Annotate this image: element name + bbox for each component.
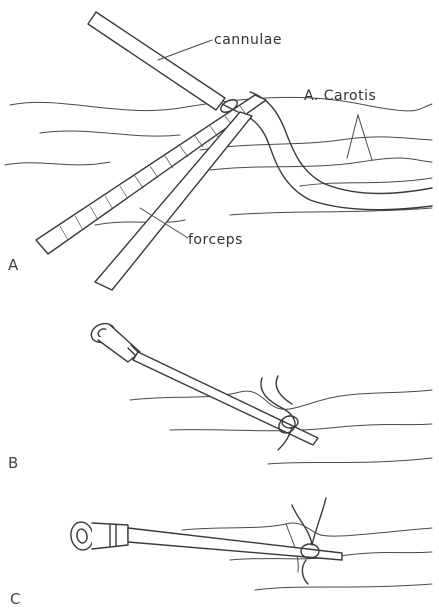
label-forceps: forceps <box>188 232 243 248</box>
panel-c: C <box>10 498 432 608</box>
label-carotis: A. Carotis <box>304 88 376 104</box>
panel-letter-a: A <box>8 256 19 274</box>
forceps <box>36 95 266 290</box>
ligature-c <box>292 498 326 584</box>
panel-a: cannulae A. Carotis forceps A <box>5 12 432 290</box>
panel-letter-c: C <box>10 590 20 608</box>
label-cannulae: cannulae <box>214 32 282 48</box>
cannula-a <box>88 12 239 115</box>
panel-letter-b: B <box>8 454 18 472</box>
tissue-strands-a <box>5 97 432 225</box>
cannula-c <box>69 520 342 560</box>
carotid-artery <box>232 92 432 210</box>
panel-b: B <box>8 320 432 472</box>
